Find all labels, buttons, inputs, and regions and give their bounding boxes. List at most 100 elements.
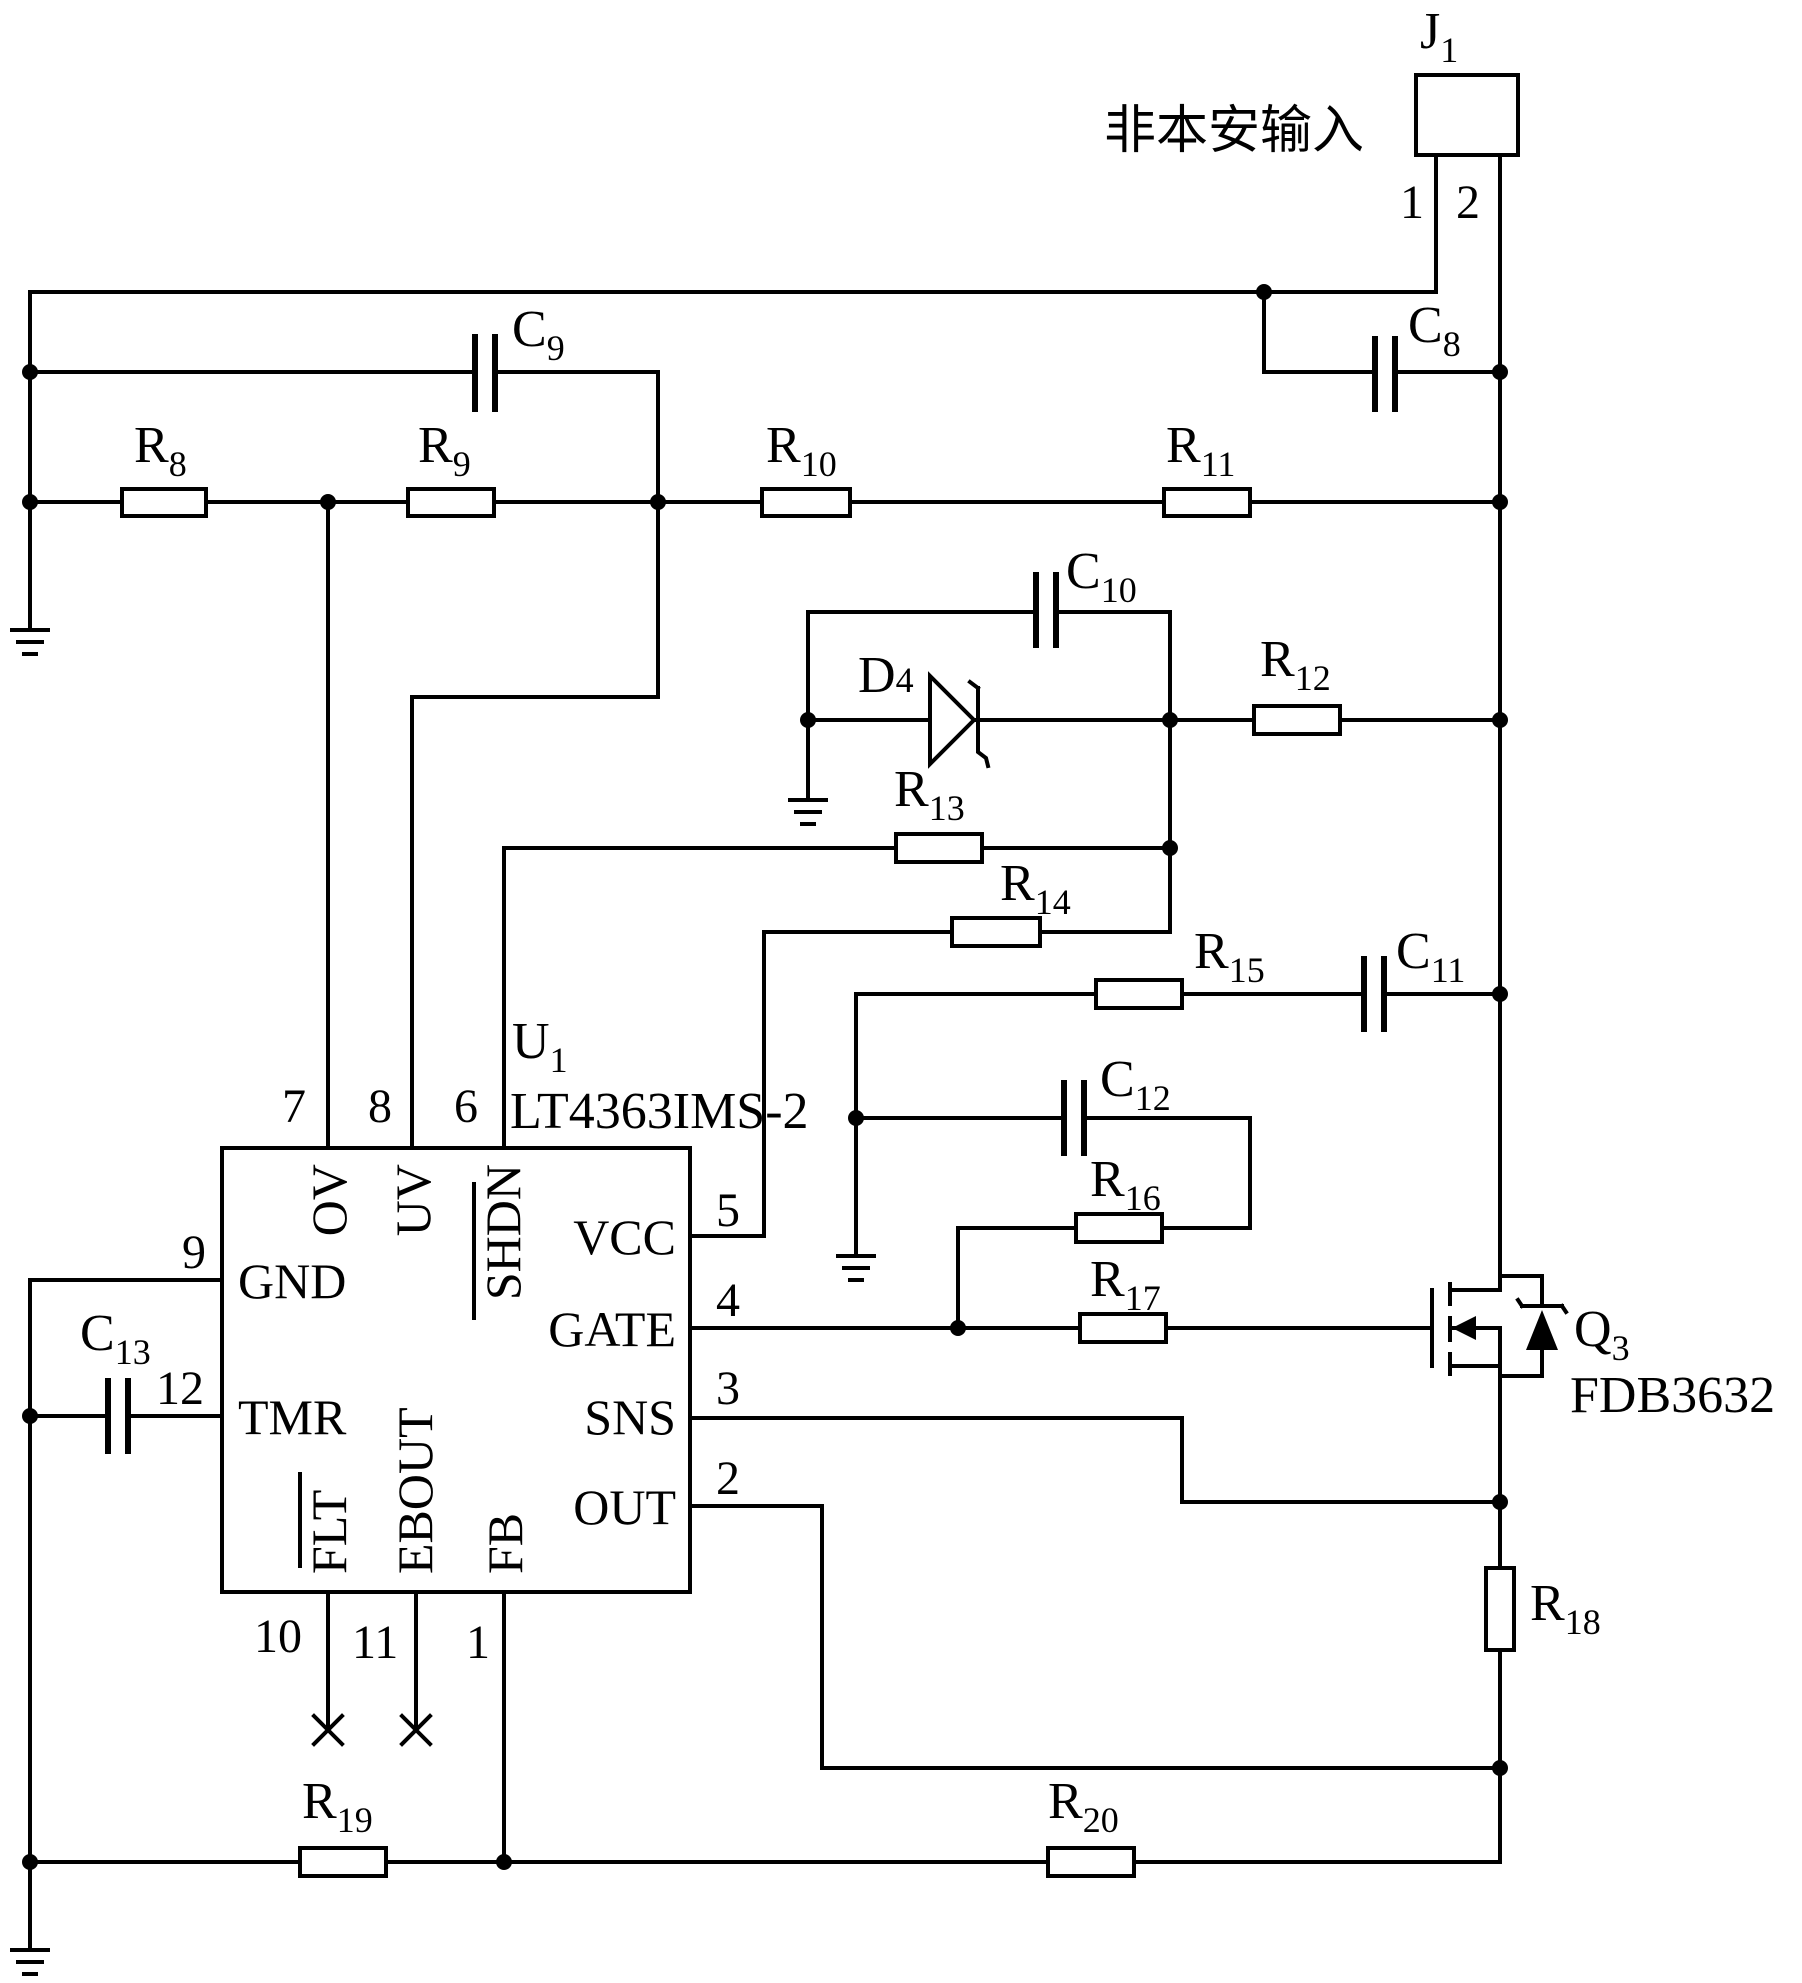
ic-u1: U1 LT4363IMS-2 7 8 6 5 9 4 12 3 2 10 11 …	[156, 1013, 809, 1669]
resistor-r18: R18	[1484, 1566, 1601, 1652]
junctions	[22, 284, 1508, 1870]
svg-text:C8: C8	[1408, 297, 1461, 364]
svg-text:Q3: Q3	[1574, 1301, 1630, 1368]
junction	[1492, 1760, 1508, 1776]
junction	[848, 1110, 864, 1126]
mosfet-q3: Q3 FDB3632	[1430, 1274, 1775, 1424]
svg-text:3: 3	[716, 1362, 740, 1415]
svg-text:VCC: VCC	[573, 1209, 676, 1265]
svg-text:5: 5	[716, 1184, 740, 1237]
svg-text:UV: UV	[385, 1164, 441, 1236]
resistor-r19: R19	[298, 1773, 388, 1878]
svg-text:FB: FB	[477, 1513, 533, 1574]
resistor-r11: R11	[1162, 417, 1252, 518]
resistor-r9: R9	[406, 417, 496, 518]
junction	[1492, 712, 1508, 728]
svg-text:9: 9	[182, 1226, 206, 1279]
resistor-r20: R20	[1046, 1773, 1136, 1878]
svg-text:R19: R19	[302, 1773, 373, 1840]
connector-pin-1: 1	[1400, 176, 1424, 229]
junction	[22, 494, 38, 510]
resistor-r17: R17	[1078, 1251, 1168, 1344]
no-connect-marker	[311, 1713, 345, 1747]
svg-text:D4: D4	[858, 647, 914, 704]
svg-text:R12: R12	[1260, 631, 1331, 698]
svg-text:R17: R17	[1090, 1251, 1161, 1318]
svg-text:GATE: GATE	[548, 1301, 676, 1357]
svg-text:R18: R18	[1530, 1575, 1601, 1642]
resistor-r13: R13	[894, 761, 984, 864]
svg-text:R9: R9	[418, 417, 471, 484]
capacitor-c8: C8	[1372, 297, 1461, 412]
connector-pin-2: 2	[1456, 176, 1480, 229]
svg-text:R20: R20	[1048, 1773, 1119, 1840]
junction	[22, 364, 38, 380]
junction	[1162, 840, 1178, 856]
capacitor-c13: C13	[80, 1305, 151, 1454]
svg-text:C9: C9	[512, 301, 565, 368]
capacitor-c11: C11	[1361, 923, 1465, 1032]
connector-ref: J1	[1420, 3, 1458, 70]
junction	[1256, 284, 1272, 300]
junction	[800, 712, 816, 728]
svg-text:R11: R11	[1166, 417, 1235, 484]
svg-text:R10: R10	[766, 417, 837, 484]
svg-text:R8: R8	[134, 417, 187, 484]
svg-text:TMR: TMR	[238, 1389, 347, 1445]
svg-text:GND: GND	[238, 1253, 346, 1309]
junction	[950, 1320, 966, 1336]
svg-text:12: 12	[156, 1362, 204, 1415]
junction	[496, 1854, 512, 1870]
svg-text:R15: R15	[1194, 923, 1265, 990]
svg-text:7: 7	[282, 1080, 306, 1133]
svg-text:11: 11	[352, 1616, 398, 1669]
resistor-r8: R8	[120, 417, 208, 518]
svg-text:U1: U1	[512, 1013, 568, 1080]
ground-symbol	[10, 628, 50, 656]
svg-text:EBOUT: EBOUT	[387, 1407, 443, 1574]
junction	[1492, 364, 1508, 380]
svg-text:C13: C13	[80, 1305, 151, 1372]
svg-text:C12: C12	[1100, 1051, 1171, 1118]
junction	[1492, 1494, 1508, 1510]
capacitor-c10: C10	[1033, 543, 1137, 648]
svg-text:C11: C11	[1396, 923, 1465, 990]
junction	[22, 1408, 38, 1424]
svg-text:FLT: FLT	[301, 1490, 357, 1574]
svg-text:R13: R13	[894, 761, 965, 828]
capacitor-c9: C9	[472, 301, 565, 412]
mosfet-part: FDB3632	[1570, 1367, 1775, 1424]
ground-symbol	[10, 1948, 50, 1976]
wires	[28, 153, 1502, 1952]
resistor-r14: R14	[950, 855, 1071, 948]
capacitor-c12: C12	[1061, 1051, 1171, 1156]
junction	[22, 1854, 38, 1870]
junction	[1492, 494, 1508, 510]
svg-text:10: 10	[254, 1610, 302, 1663]
connector-j1: J1 非本安输入 1 2	[1104, 3, 1520, 229]
svg-text:OV: OV	[301, 1164, 357, 1236]
resistor-r15: R15	[1094, 923, 1265, 1010]
svg-text:4: 4	[716, 1274, 740, 1327]
zener-diode-d4: D4	[858, 647, 991, 769]
junction	[1162, 712, 1178, 728]
svg-text:C10: C10	[1066, 543, 1137, 610]
junction	[650, 494, 666, 510]
svg-text:SHDN: SHDN	[475, 1164, 531, 1300]
svg-text:1: 1	[466, 1616, 490, 1669]
resistor-r12: R12	[1252, 631, 1342, 736]
svg-text:R16: R16	[1090, 1151, 1161, 1218]
connector-label: 非本安输入	[1104, 103, 1364, 160]
svg-text:8: 8	[368, 1080, 392, 1133]
no-connect-marker	[399, 1713, 433, 1747]
svg-text:OUT: OUT	[573, 1479, 676, 1535]
ground-symbol	[836, 1254, 876, 1282]
ground-symbol	[788, 798, 828, 826]
svg-text:SNS: SNS	[584, 1389, 676, 1445]
resistor-r16: R16	[1074, 1151, 1164, 1244]
svg-text:2: 2	[716, 1452, 740, 1505]
svg-text:6: 6	[454, 1080, 478, 1133]
svg-text:R14: R14	[1000, 855, 1071, 922]
junction	[320, 494, 336, 510]
